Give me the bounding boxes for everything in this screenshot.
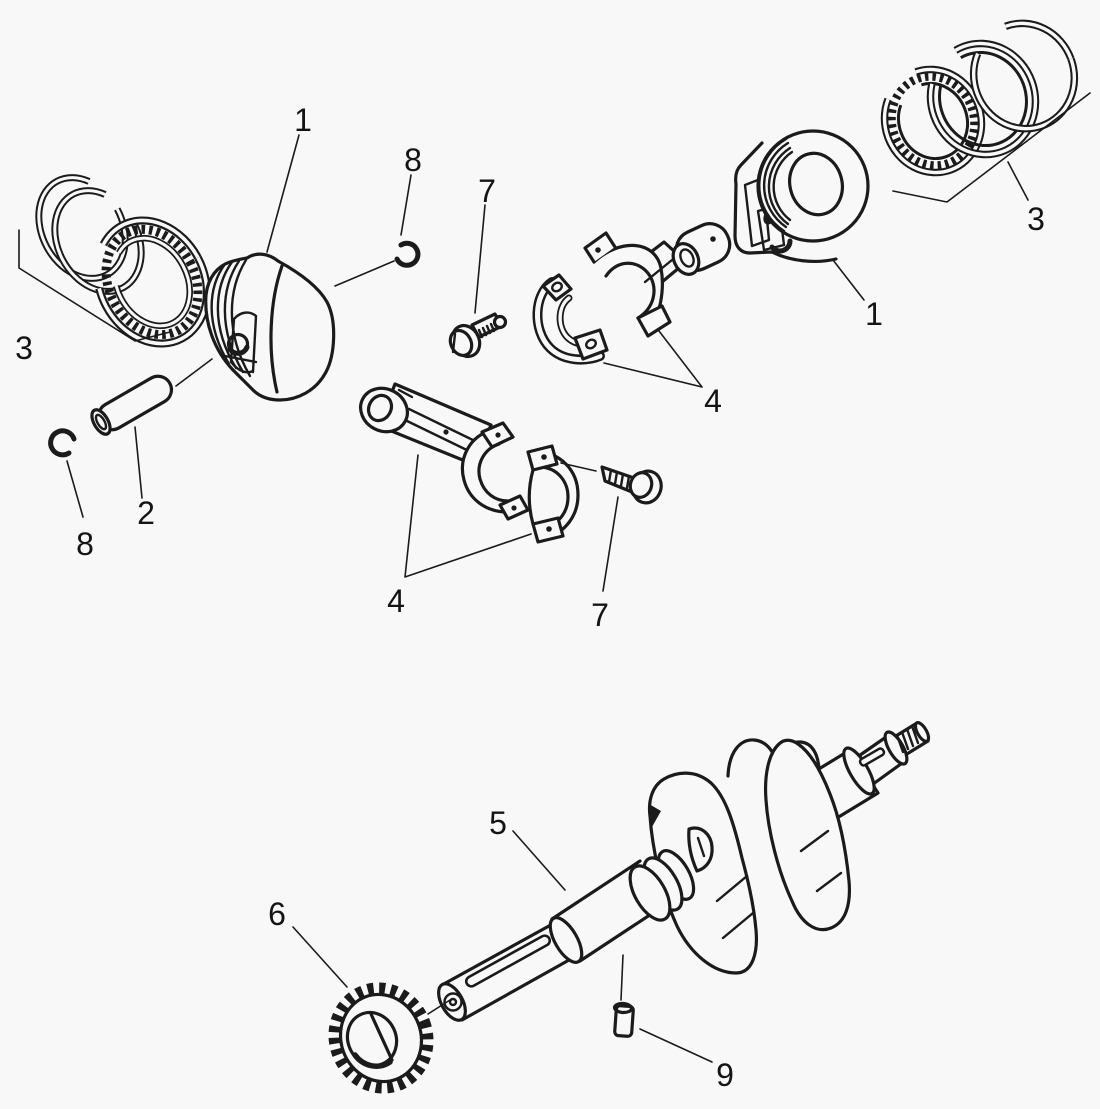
callouts: 1 8 7 3 2 8 4 4 7 3 1 5 6 9 xyxy=(15,102,1045,1093)
callout-clip-upper: 8 xyxy=(404,142,422,178)
crankshaft xyxy=(437,721,931,1022)
keyway-right xyxy=(858,747,886,767)
piston-pin xyxy=(90,358,213,436)
callout-gear: 6 xyxy=(268,896,286,932)
callout-piston-right: 1 xyxy=(865,296,883,332)
piston-pin-clip-upper xyxy=(334,240,421,287)
piston-ring-set-left xyxy=(35,174,211,348)
callout-piston-left: 1 xyxy=(294,102,312,138)
callout-rings-right: 3 xyxy=(1027,201,1045,237)
pin-axis-line xyxy=(175,358,213,387)
rod-bearing-shells-upper xyxy=(532,273,609,365)
callout-rod-lower: 4 xyxy=(387,583,405,619)
timing-gear xyxy=(328,982,451,1094)
gear-axis-line xyxy=(427,999,451,1015)
callout-clip-lower: 8 xyxy=(76,526,94,562)
connecting-rod-lower xyxy=(359,382,530,521)
oil-ring-spacer-zigzag xyxy=(101,224,203,340)
rod-bearing-cap-lower xyxy=(526,444,597,544)
callout-piston-pin: 2 xyxy=(137,495,155,531)
keyway-left xyxy=(464,934,552,988)
callout-dowel-pin: 9 xyxy=(716,1057,734,1093)
gear-teeth xyxy=(328,982,434,1094)
thrust-collar xyxy=(628,849,696,922)
connecting-rod-upper xyxy=(532,222,732,365)
bracket-right xyxy=(892,92,1091,203)
dowel-position-line xyxy=(620,954,624,1001)
callout-rod-upper: 4 xyxy=(704,383,722,419)
connecting-rod-bolt-lower xyxy=(600,465,663,505)
rod-body-upper xyxy=(583,222,732,338)
callout-rings-left: 3 xyxy=(15,330,33,366)
bolt-axis-line xyxy=(560,462,597,472)
piston-left xyxy=(204,252,336,402)
clip-axis-line xyxy=(334,260,395,287)
callout-bolt-upper: 7 xyxy=(478,173,496,209)
oil-ring-spacer-zigzag-right xyxy=(887,72,979,170)
piston-right xyxy=(733,129,870,264)
callout-crankshaft: 5 xyxy=(489,805,507,841)
bracket-left xyxy=(18,229,171,342)
leader-lines xyxy=(18,92,1091,1063)
piston-pin-clip-lower xyxy=(48,428,77,458)
dowel-pin xyxy=(612,954,635,1038)
counterweight-left xyxy=(647,771,759,975)
connecting-rod-bolt-upper xyxy=(448,312,508,359)
piston-ring-set-right xyxy=(880,19,1079,177)
callout-bolt-lower: 7 xyxy=(591,597,609,633)
